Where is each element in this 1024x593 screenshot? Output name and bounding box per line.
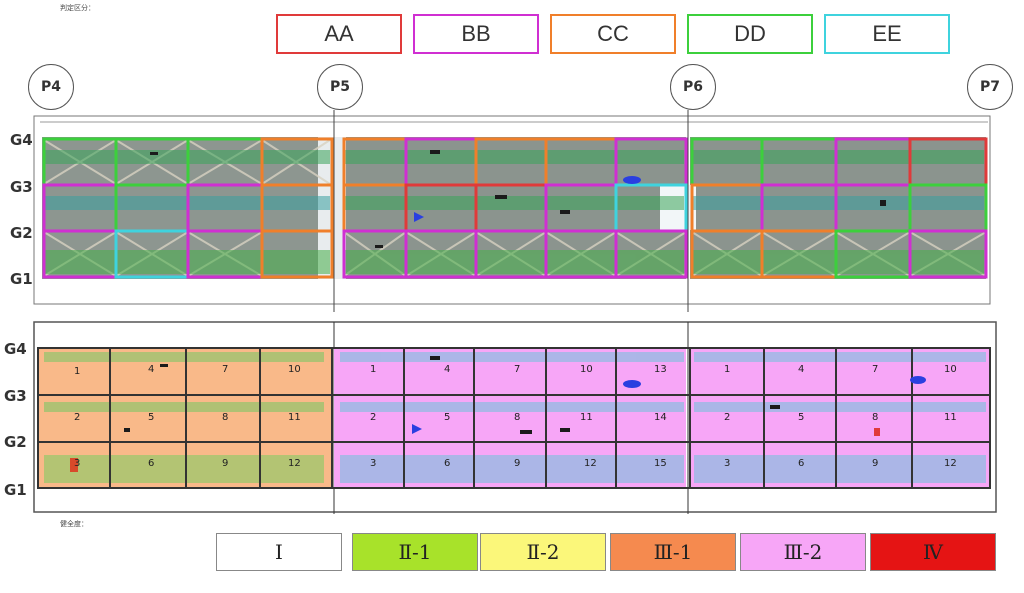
red-mark-lower-2 [874, 428, 880, 436]
judgment-label: 判定区分： [60, 4, 95, 12]
cell-number: 12 [944, 458, 957, 469]
cell-number: 12 [288, 458, 301, 469]
red-mark-lower [70, 458, 78, 472]
legend-bb-label: BB [461, 21, 491, 46]
legend-dd-label: DD [734, 21, 766, 46]
cell-number: 13 [654, 364, 667, 375]
cell-number: 1 [724, 364, 730, 375]
pier-p6: P6 [670, 64, 716, 110]
cell-number: 1 [74, 366, 80, 377]
cell-number: 9 [514, 458, 520, 469]
cell-number: 3 [74, 458, 80, 469]
legend-aa: AA [276, 14, 402, 54]
health-legend-3-1: Ⅲ-1 [610, 533, 736, 571]
pier-p6-label: P6 [682, 79, 703, 95]
legend-cc-label: CC [597, 21, 629, 46]
pier-p5-label: P5 [329, 79, 350, 95]
cell-number: 8 [872, 412, 878, 423]
blue-mark-lower-3 [910, 376, 926, 384]
cell-number: 2 [370, 412, 376, 423]
cell-number: 1 [370, 364, 376, 375]
cell-number: 9 [222, 458, 228, 469]
blue-mark-lower [412, 424, 422, 434]
cell-number: 10 [580, 364, 593, 375]
damage-marks-lower [124, 356, 780, 434]
cell-number: 6 [444, 458, 450, 469]
legend-bb: BB [413, 14, 539, 54]
cell-number: 14 [654, 412, 667, 423]
pier-p7: P7 [967, 64, 1013, 110]
health-legend-3-2: Ⅲ-2 [740, 533, 866, 571]
pier-p5: P5 [317, 64, 363, 110]
judgment-outlines [42, 137, 988, 279]
cell-number: 7 [514, 364, 520, 375]
health-legend-1-label: I [275, 540, 283, 564]
pier-p4-label: P4 [40, 79, 61, 95]
girder-label-g2-lower: G2 [4, 433, 27, 451]
health-legend-4: Ⅳ [870, 533, 996, 571]
cell-number: 10 [288, 364, 301, 375]
girder-label-g1-lower: G1 [4, 481, 27, 499]
cell-number: 5 [444, 412, 450, 423]
cell-number: 11 [944, 412, 957, 423]
cell-number: 10 [944, 364, 957, 375]
lower-speckle [44, 352, 986, 483]
pier-p7-label: P7 [979, 79, 1000, 95]
pier-p4: P4 [28, 64, 74, 110]
girder-label-g4-lower: G4 [4, 340, 27, 358]
legend-dd: DD [687, 14, 813, 54]
health-legend-2-1-label: Ⅱ-1 [398, 540, 432, 564]
health-legend-4-label: Ⅳ [923, 540, 943, 564]
blue-mark-upper-2 [623, 176, 641, 184]
cell-numbers: 1 4 7 10 2 5 8 11 3 6 9 12 1 4 7 10 13 2… [74, 364, 957, 469]
cell-number: 8 [514, 412, 520, 423]
cell-number: 3 [724, 458, 730, 469]
cell-number: 6 [798, 458, 804, 469]
legend-cc: CC [550, 14, 676, 54]
cell-number: 7 [872, 364, 878, 375]
legend-ee-label: EE [872, 21, 902, 46]
cell-number: 2 [74, 412, 80, 423]
cell-number: 12 [584, 458, 597, 469]
lower-grid-lines [37, 347, 991, 489]
cell-number: 4 [798, 364, 804, 375]
health-legend-1: I [216, 533, 342, 571]
cell-number: 15 [654, 458, 667, 469]
cell-number: 5 [148, 412, 154, 423]
health-legend-3-1-label: Ⅲ-1 [653, 540, 693, 564]
blue-mark-upper [414, 212, 424, 222]
cell-number: 5 [798, 412, 804, 423]
cell-number: 7 [222, 364, 228, 375]
cell-number: 11 [288, 412, 301, 423]
girder-label-g4-upper: G4 [10, 131, 33, 149]
cell-number: 6 [148, 458, 154, 469]
cell-number: 3 [370, 458, 376, 469]
health-label: 健全度： [60, 520, 88, 528]
upper-frame [33, 115, 991, 305]
cell-number: 4 [148, 364, 154, 375]
girder-label-g3-lower: G3 [4, 387, 27, 405]
health-legend-2-2: Ⅱ-2 [480, 533, 606, 571]
blue-mark-lower-2 [623, 380, 641, 388]
legend-aa-label: AA [324, 21, 354, 46]
cell-number: 2 [724, 412, 730, 423]
lower-frame [33, 321, 997, 513]
legend-ee: EE [824, 14, 950, 54]
damage-marks-upper [150, 150, 886, 248]
health-legend-3-2-label: Ⅲ-2 [783, 540, 823, 564]
girder-label-g3-upper: G3 [10, 178, 33, 196]
cell-number: 9 [872, 458, 878, 469]
cell-number: 8 [222, 412, 228, 423]
girder-label-g1-upper: G1 [10, 270, 33, 288]
health-legend-2-1: Ⅱ-1 [352, 533, 478, 571]
girder-label-g2-upper: G2 [10, 224, 33, 242]
cell-number: 11 [580, 412, 593, 423]
cell-number: 4 [444, 364, 450, 375]
health-legend-2-2-label: Ⅱ-2 [526, 540, 560, 564]
